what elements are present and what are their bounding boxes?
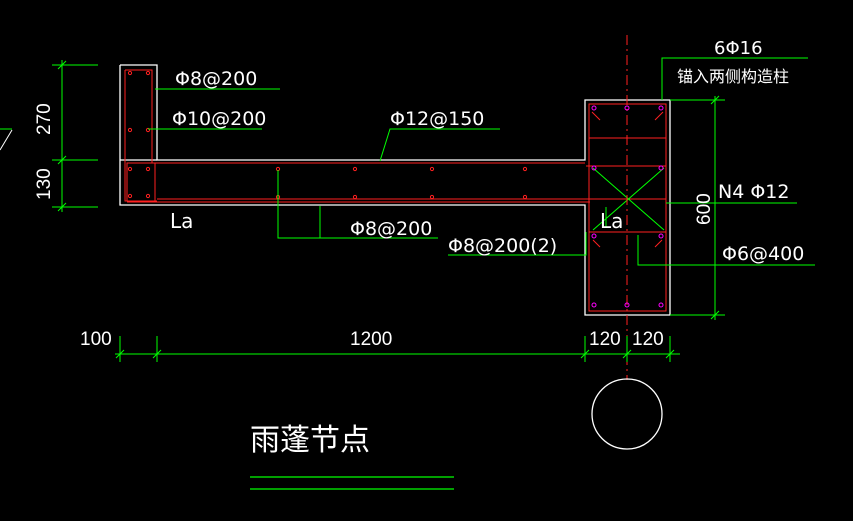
dim-130: 130 (34, 168, 55, 200)
concrete-outline (119, 64, 671, 316)
label-slab-top: Φ10@200 (172, 108, 266, 130)
dimension-left (52, 60, 98, 212)
drawing-title: 雨蓬节点 (250, 423, 370, 458)
edge-fragment-diagonal (0, 129, 13, 151)
title-underline (250, 476, 454, 490)
dim-100: 100 (80, 329, 112, 350)
dim-120-right: 120 (632, 329, 664, 350)
dimension-bottom (115, 336, 680, 362)
section-bubble (591, 378, 663, 450)
rebar-layout (124, 69, 667, 312)
label-la-left: La (170, 209, 193, 233)
label-n4: N4 Φ12 (718, 181, 789, 203)
label-main-bar: Φ12@150 (390, 108, 484, 130)
slab-bar-dots (127, 70, 528, 200)
column-cross (592, 167, 665, 231)
dim-270: 270 (34, 103, 55, 135)
dim-1200: 1200 (350, 329, 392, 350)
dim-120-left: 120 (589, 329, 621, 350)
label-la-right: La (600, 209, 623, 233)
label-col-note: 锚入两侧构造柱 (677, 67, 789, 86)
label-col-tie: Φ6@400 (722, 243, 804, 265)
dim-600: 600 (694, 193, 715, 225)
dimension-right (670, 95, 725, 320)
label-stirrup-column: Φ8@200(2) (448, 235, 557, 257)
label-col-main: 6Φ16 (714, 38, 763, 59)
leader-lines (148, 57, 815, 266)
column-bar-dots (591, 105, 664, 308)
label-stirrup-beam: Φ8@200 (350, 218, 432, 240)
label-stirrup-top: Φ8@200 (175, 68, 257, 90)
